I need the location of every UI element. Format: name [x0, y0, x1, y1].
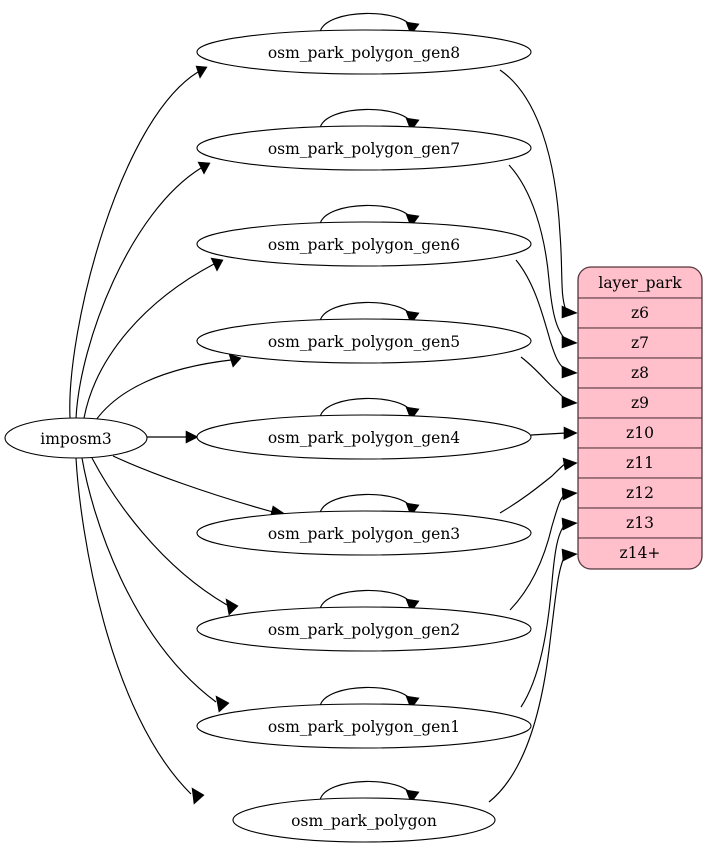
process-node-gen6[interactable]: osm_park_polygon_gen6: [196, 204, 532, 267]
node-label: osm_park_polygon_gen1: [268, 718, 460, 736]
node-shape[interactable]: [196, 29, 532, 75]
node-label: osm_park_polygon_gen2: [268, 621, 460, 639]
edge-gen6-to-z8: [515, 259, 578, 379]
process-node-gen7[interactable]: osm_park_polygon_gen7: [196, 108, 532, 171]
self-loop-gen3: [319, 493, 420, 517]
self-loop-gen2: [319, 589, 420, 613]
table-row-z11[interactable]: [578, 447, 702, 479]
process-node-base[interactable]: osm_park_polygon: [232, 780, 496, 843]
self-loop-gen7: [319, 108, 420, 132]
table-row-label-z6: z6: [631, 304, 649, 322]
process-node-gen3[interactable]: osm_park_polygon_gen3: [196, 493, 532, 556]
node-shape[interactable]: [196, 318, 532, 364]
edge-imposm3-to-gen2: [91, 457, 239, 616]
table-outline: [577, 266, 703, 570]
node-shape[interactable]: [232, 797, 496, 843]
table-row-z10[interactable]: [578, 417, 702, 449]
process-node-gen2[interactable]: osm_park_polygon_gen2: [196, 589, 532, 652]
node-shape[interactable]: [196, 221, 532, 267]
table-row-label-z8: z8: [631, 364, 649, 382]
table-row-label-z13: z13: [626, 514, 654, 532]
edge-gen7-to-z7: [508, 164, 578, 349]
node-label: osm_park_polygon_gen8: [268, 44, 460, 62]
process-node-gen8[interactable]: osm_park_polygon_gen8: [196, 12, 532, 75]
node-shape[interactable]: [4, 417, 148, 459]
edge-imposm3-to-gen6: [83, 257, 224, 419]
table-row-z8[interactable]: [578, 357, 702, 389]
table-row-label-z12: z12: [626, 484, 654, 502]
self-loop-gen6: [319, 204, 420, 228]
table-row-label-z7: z7: [631, 334, 649, 352]
edge-gen2-to-z12: [509, 487, 578, 611]
table-row-label-z14p: z14+: [620, 544, 661, 562]
self-loop-base: [319, 780, 420, 804]
edge-gen1-to-z13: [520, 517, 578, 708]
process-node-gen5[interactable]: osm_park_polygon_gen5: [196, 301, 532, 364]
edge-imposm3-to-base: [75, 457, 205, 805]
node-label: imposm3: [40, 430, 111, 448]
table-header-label: layer_park: [598, 274, 682, 292]
node-label: osm_park_polygon_gen3: [268, 525, 460, 543]
process-node-gen1[interactable]: osm_park_polygon_gen1: [196, 686, 532, 749]
node-label: osm_park_polygon: [291, 812, 437, 830]
node-label: osm_park_polygon_gen6: [268, 236, 460, 254]
node-shape[interactable]: [196, 125, 532, 171]
table-row-z13[interactable]: [578, 507, 702, 539]
self-loop-gen5: [319, 301, 420, 325]
node-shape[interactable]: [196, 703, 532, 749]
node-shape[interactable]: [196, 606, 532, 652]
edge-imposm3-to-gen3: [112, 455, 286, 519]
node-label: osm_park_polygon_gen5: [268, 333, 460, 351]
edge-imposm3-to-gen5: [95, 353, 242, 421]
edges-to-layer-table: [488, 69, 578, 803]
edge-imposm3-to-gen4: [147, 430, 199, 444]
node-label: osm_park_polygon_gen7: [268, 140, 460, 158]
edge-imposm3-to-gen1: [81, 457, 230, 713]
edge-gen4-to-z10: [530, 426, 578, 440]
self-loop-gen8: [319, 12, 420, 36]
self-loop-gen4: [319, 397, 420, 421]
edge-imposm3-to-gen8: [69, 65, 208, 419]
table-header-cell: [578, 267, 702, 299]
edge-gen3-to-z11: [499, 457, 578, 514]
table-row-label-z11: z11: [626, 454, 654, 472]
source-node-imposm3[interactable]: imposm3: [4, 417, 148, 459]
table-row-z14p[interactable]: [578, 537, 702, 569]
table-row-label-z10: z10: [626, 424, 654, 442]
self-loop-gen1: [319, 686, 420, 710]
layer-park-table[interactable]: layer_park z6 z7 z8 z9 z10 z11 z12 z13 z…: [577, 266, 703, 570]
edge-imposm3-to-gen7: [75, 161, 211, 419]
node-shape[interactable]: [196, 414, 532, 460]
edge-gen8-to-z6: [499, 69, 578, 319]
edge-base-to-z14p: [488, 548, 578, 803]
process-node-gen4[interactable]: osm_park_polygon_gen4: [196, 397, 532, 460]
node-label: osm_park_polygon_gen4: [268, 429, 460, 447]
table-row-z7[interactable]: [578, 327, 702, 359]
edge-gen5-to-z9: [520, 356, 578, 409]
table-row-label-z9: z9: [631, 394, 649, 412]
node-shape[interactable]: [196, 510, 532, 556]
